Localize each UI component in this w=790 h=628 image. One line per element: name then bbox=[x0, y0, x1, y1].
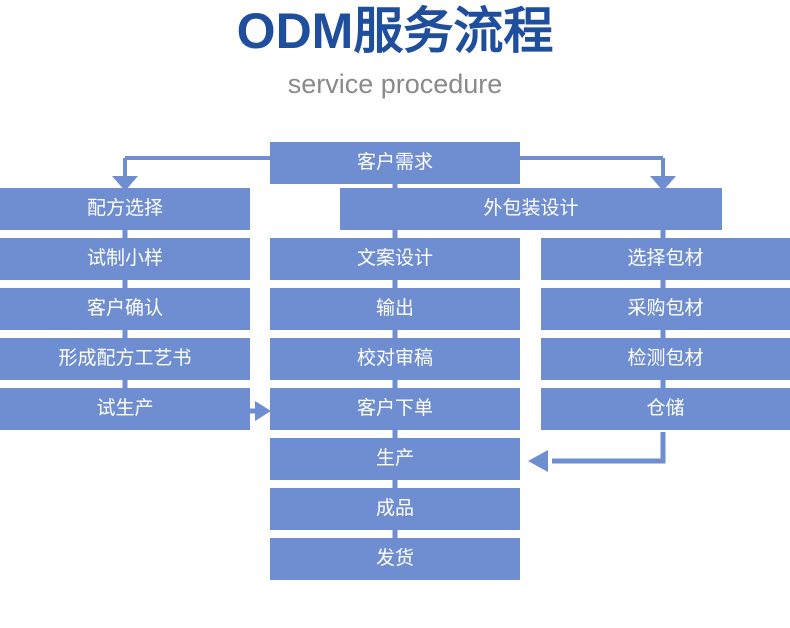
node-trial-sample[interactable]: 试制小样 bbox=[0, 238, 250, 280]
node-shipment[interactable]: 发货 bbox=[270, 538, 520, 580]
page-header: ODM服务流程 service procedure bbox=[0, 0, 790, 100]
node-customer-confirm[interactable]: 客户确认 bbox=[0, 288, 250, 330]
arrowhead-to-production bbox=[528, 450, 548, 472]
connector-warehousing-to-production bbox=[552, 432, 666, 464]
node-select-packaging[interactable]: 选择包材 bbox=[541, 238, 790, 280]
node-outer-package-design[interactable]: 外包装设计 bbox=[340, 188, 722, 230]
node-inspect-packaging[interactable]: 检测包材 bbox=[541, 338, 790, 380]
node-finished-product[interactable]: 成品 bbox=[270, 488, 520, 530]
arrowhead-to-customer-order bbox=[255, 401, 271, 421]
node-customer-requirement[interactable]: 客户需求 bbox=[270, 142, 520, 184]
node-formula-selection[interactable]: 配方选择 bbox=[0, 188, 250, 230]
page-subtitle: service procedure bbox=[287, 69, 503, 99]
node-warehousing[interactable]: 仓储 bbox=[541, 388, 790, 430]
node-copy-design[interactable]: 文案设计 bbox=[270, 238, 520, 280]
node-customer-order[interactable]: 客户下单 bbox=[270, 388, 520, 430]
node-proofreading[interactable]: 校对审稿 bbox=[270, 338, 520, 380]
node-trial-production[interactable]: 试生产 bbox=[0, 388, 250, 430]
page-title: ODM服务流程 bbox=[236, 3, 554, 59]
node-formula-process-doc[interactable]: 形成配方工艺书 bbox=[0, 338, 250, 380]
node-purchase-packaging[interactable]: 采购包材 bbox=[541, 288, 790, 330]
node-output[interactable]: 输出 bbox=[270, 288, 520, 330]
node-production[interactable]: 生产 bbox=[270, 438, 520, 480]
